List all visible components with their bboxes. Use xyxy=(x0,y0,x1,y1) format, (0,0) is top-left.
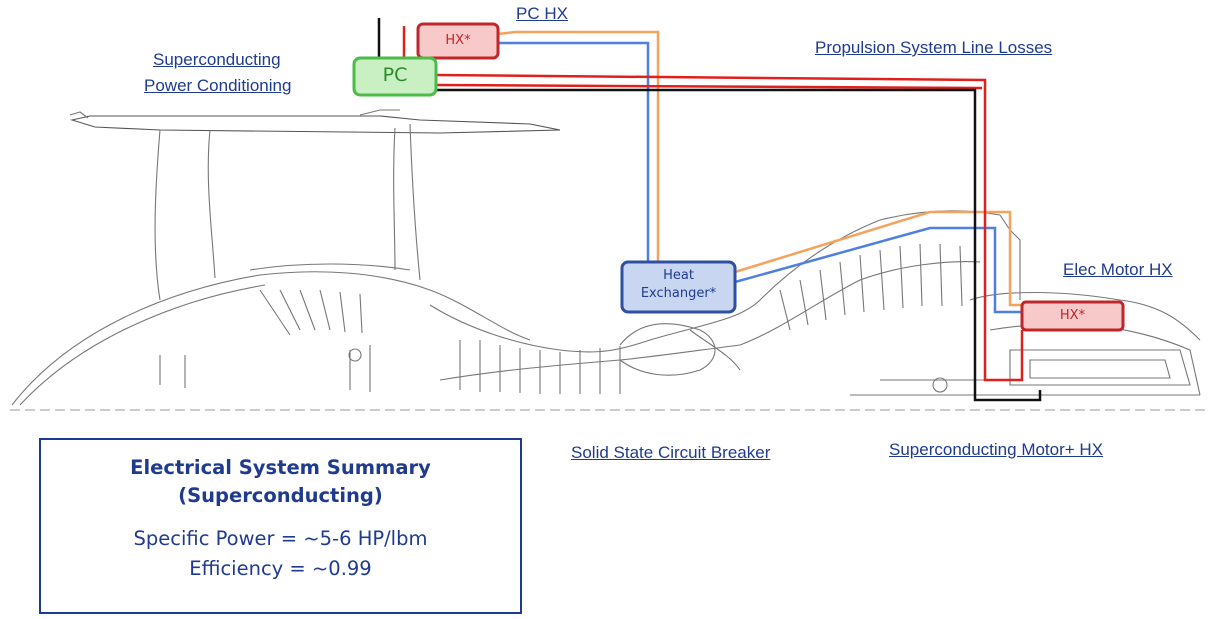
red-power-line-inner xyxy=(436,85,982,88)
blue-coolant-line-motor xyxy=(735,228,1022,312)
engine-cross-section-diagram xyxy=(0,0,1209,430)
power-conditioning-box-label: PC xyxy=(354,64,436,86)
efficiency-text: Efficiency = ~0.99 xyxy=(41,554,520,584)
heat-exchanger-box-label-line1: Heat xyxy=(622,268,735,283)
summary-title-line2: (Superconducting) xyxy=(41,482,520,510)
electrical-system-summary-box: Electrical System Summary (Superconducti… xyxy=(39,438,522,614)
motor-hx-box-label: HX* xyxy=(1022,308,1123,323)
black-power-line xyxy=(436,90,1040,400)
pc-hx-box-label: HX* xyxy=(418,33,498,48)
specific-power-text: Specific Power = ~5-6 HP/lbm xyxy=(41,524,520,554)
summary-title-line1: Electrical System Summary xyxy=(41,454,520,482)
orange-coolant-line-motor xyxy=(735,212,1022,305)
system-lines xyxy=(379,18,1040,400)
solid-state-circuit-breaker-label: Solid State Circuit Breaker xyxy=(571,443,770,463)
engine-outline xyxy=(10,110,1205,410)
orange-coolant-line-pc xyxy=(498,32,658,270)
sc-motor-hx-label: Superconducting Motor+ HX xyxy=(889,440,1103,460)
heat-exchanger-box-label-line2: Exchanger* xyxy=(622,286,735,301)
